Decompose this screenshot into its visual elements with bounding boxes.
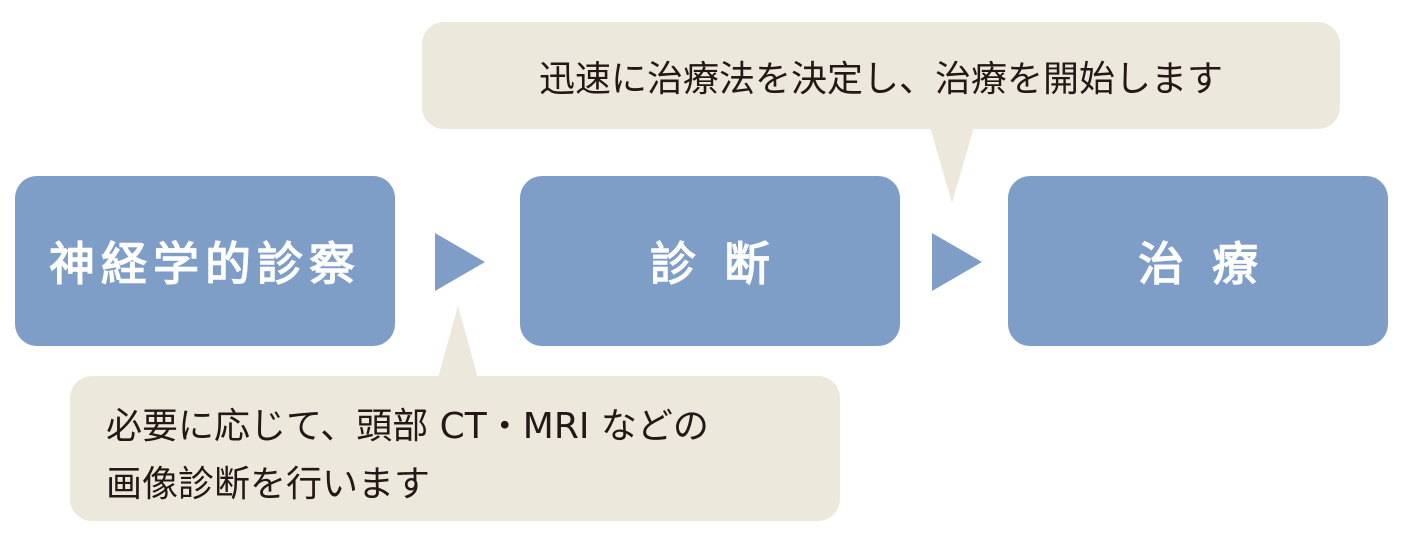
callout-text-line-2: 画像診断を行います <box>106 464 431 505</box>
callout-pointer-icon <box>438 306 478 378</box>
step-label: 診断 <box>650 237 798 291</box>
callout-text-line-1: 必要に応じて、頭部 CT・MRI などの <box>106 406 709 447</box>
callout-pointer-icon <box>930 127 974 203</box>
step-treatment: 治療 <box>1008 176 1388 346</box>
callout-text: 迅速に治療法を決定し、治療を開始します <box>538 58 1223 100</box>
callout-imaging-note: 必要に応じて、頭部 CT・MRI などの 画像診断を行います <box>70 376 840 521</box>
callout-treatment-note: 迅速に治療法を決定し、治療を開始します <box>422 22 1340 129</box>
arrow-right-icon <box>435 233 485 291</box>
step-label: 治療 <box>1138 237 1286 291</box>
arrow-right-icon <box>932 233 982 291</box>
step-diagnosis: 診断 <box>520 176 900 346</box>
step-label: 神経学的診察 <box>49 237 361 291</box>
step-neurological-exam: 神経学的診察 <box>15 176 395 346</box>
